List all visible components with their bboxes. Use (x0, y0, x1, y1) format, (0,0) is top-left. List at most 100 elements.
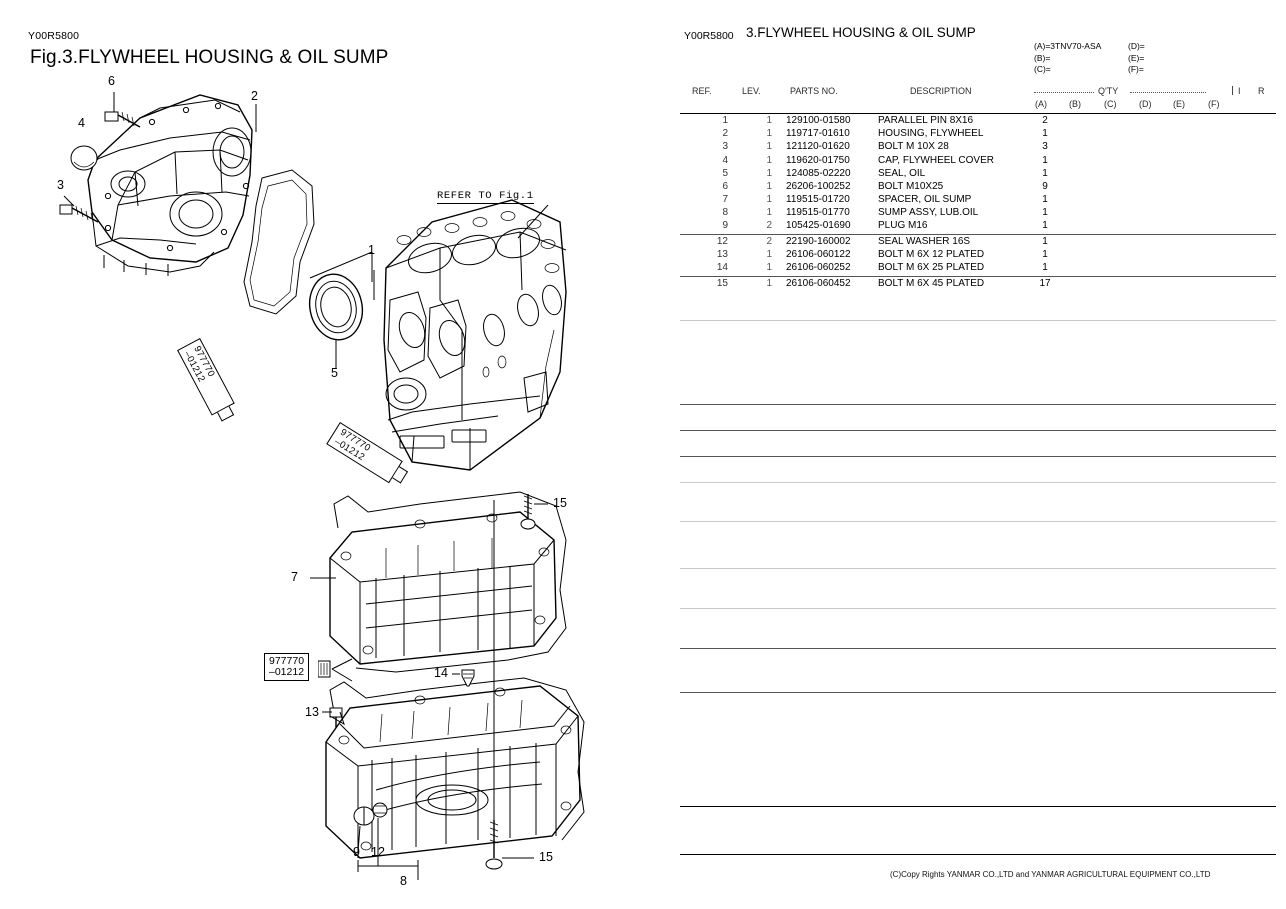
callout-9: 9 (353, 845, 360, 859)
cell-parts-no: 26106-060252 (786, 262, 851, 273)
model-f: (F)= (1128, 64, 1144, 74)
flywheel-housing-drawing (87, 94, 315, 315)
model-legend-row: (A)=3TNV70-ASA (D)= (1034, 41, 1284, 53)
table-rule-blank (680, 482, 1276, 483)
callout-15-lower: 15 (539, 850, 553, 864)
cell-parts-no: 22190-160002 (786, 236, 851, 247)
sealant-box-line1: 977770 (269, 655, 305, 667)
document-code-right: Y00R5800 (684, 30, 734, 42)
table-title: 3.FLYWHEEL HOUSING & OIL SUMP (746, 25, 976, 40)
cell-qty-a: 1 (1042, 207, 1048, 218)
model-legend: (A)=3TNV70-ASA (D)= (B)= (E)= (C)= (F)= (1034, 41, 1284, 76)
header-description: DESCRIPTION (910, 86, 972, 96)
cell-qty-a: 1 (1042, 155, 1048, 166)
exploded-diagram (59, 92, 585, 880)
cell-qty-a: 1 (1042, 220, 1048, 231)
bolt-13 (329, 707, 345, 728)
cell-ref: 12 (716, 236, 728, 247)
qty-col-a: (A) (1035, 99, 1047, 109)
oil-sump-pan-drawing (325, 677, 585, 859)
header-i: I (1238, 86, 1241, 96)
table-rule-blank (680, 456, 1276, 457)
document-code-left: Y00R5800 (28, 30, 80, 42)
cell-parts-no: 129100-01580 (786, 115, 851, 126)
cell-lev: 1 (766, 155, 772, 166)
table-rule-group-1 (680, 234, 1276, 235)
cell-ref: 14 (716, 262, 728, 273)
table-rule-blank (680, 568, 1276, 569)
cap-4 (70, 145, 98, 171)
callout-5: 5 (331, 366, 338, 380)
callout-12: 12 (371, 845, 385, 859)
cell-ref: 8 (722, 207, 728, 218)
qty-col-d: (D) (1139, 99, 1152, 109)
callout-8: 8 (400, 874, 407, 888)
cell-ref: 1 (722, 115, 728, 126)
header-parts-no: PARTS NO. (790, 86, 838, 96)
table-row: 7 1 119515-01720 SPACER, OIL SUMP 1 (660, 194, 1286, 208)
cell-lev: 1 (766, 168, 772, 179)
bolt-15-upper (520, 494, 536, 530)
cell-parts-no: 119515-01720 (786, 194, 850, 205)
cell-qty-a: 3 (1042, 141, 1048, 152)
oil-seal-ring (308, 273, 364, 341)
cell-parts-no: 105425-01690 (786, 220, 851, 231)
cell-description: CAP, FLYWHEEL COVER (878, 155, 994, 166)
cell-lev: 1 (766, 262, 772, 273)
table-row: 6 1 26206-100252 BOLT M10X25 9 (660, 181, 1286, 195)
cell-lev: 1 (766, 207, 772, 218)
table-row: 12 2 22190-160002 SEAL WASHER 16S 1 (660, 236, 1286, 250)
model-e: (E)= (1128, 52, 1145, 63)
cell-parts-no: 26106-060452 (786, 278, 851, 289)
cell-ref: 9 (722, 220, 728, 231)
model-b: (B)= (1034, 52, 1051, 63)
callout-4: 4 (78, 116, 85, 130)
table-rule-blank (680, 521, 1276, 522)
cell-lev: 1 (766, 128, 772, 139)
cell-ref: 2 (722, 128, 728, 139)
cell-qty-a: 1 (1042, 236, 1048, 247)
callout-14: 14 (434, 666, 448, 680)
header-qty: Q'TY (1098, 86, 1119, 96)
model-legend-row: (B)= (E)= (1034, 53, 1284, 65)
callout-3: 3 (57, 178, 64, 192)
sealant-box-label: 977770 –01212 (264, 653, 310, 681)
cell-qty-a: 1 (1042, 168, 1048, 179)
qty-rule-left (1034, 92, 1094, 93)
sealant-box-line2: –01212 (269, 666, 305, 678)
cell-lev: 1 (766, 194, 772, 205)
table-row: 15 1 26106-060452 BOLT M 6X 45 PLATED 17 (660, 278, 1286, 292)
cell-description: SEAL, OIL (878, 168, 926, 179)
plug-and-washer (353, 802, 388, 826)
table-rule-blank (680, 404, 1276, 405)
table-rule-blank (680, 806, 1276, 807)
sealant-box-nozzle (318, 658, 353, 682)
cell-parts-no: 26206-100252 (786, 181, 851, 192)
figure-title: Fig.3.FLYWHEEL HOUSING & OIL SUMP (30, 47, 389, 68)
illustration-panel: Y00R5800 Fig.3.FLYWHEEL HOUSING & OIL SU… (0, 0, 660, 909)
cell-ref: 5 (722, 168, 728, 179)
cell-description: PLUG M16 (878, 220, 928, 231)
cell-lev: 2 (766, 236, 772, 247)
model-a: (A)=3TNV70-ASA (1034, 41, 1102, 51)
table-row: 5 1 124085-02220 SEAL, OIL 1 (660, 168, 1286, 182)
model-c: (C)= (1034, 64, 1051, 74)
cell-ref: 6 (722, 181, 728, 192)
header-lev: LEV. (742, 86, 761, 96)
table-row: 2 1 119717-01610 HOUSING, FLYWHEEL 1 (660, 128, 1286, 142)
cell-description: BOLT M 6X 12 PLATED (878, 249, 985, 260)
header-ref: REF. (692, 86, 712, 96)
table-row: 4 1 119620-01750 CAP, FLYWHEEL COVER 1 (660, 155, 1286, 169)
model-d: (D)= (1128, 41, 1145, 51)
table-row: 8 1 119515-01770 SUMP ASSY, LUB.OIL 1 (660, 207, 1286, 221)
bolt-14 (461, 669, 475, 687)
cell-parts-no: 119717-01610 (786, 128, 850, 139)
qty-col-b: (B) (1069, 99, 1081, 109)
table-rule-group-2 (680, 276, 1276, 277)
cell-qty-a: 2 (1042, 115, 1048, 126)
qty-col-f: (F) (1208, 99, 1220, 109)
cell-description: BOLT M 6X 25 PLATED (878, 262, 985, 273)
oil-sump-spacer-drawing (329, 491, 567, 673)
bolt-15-lower (485, 500, 503, 870)
